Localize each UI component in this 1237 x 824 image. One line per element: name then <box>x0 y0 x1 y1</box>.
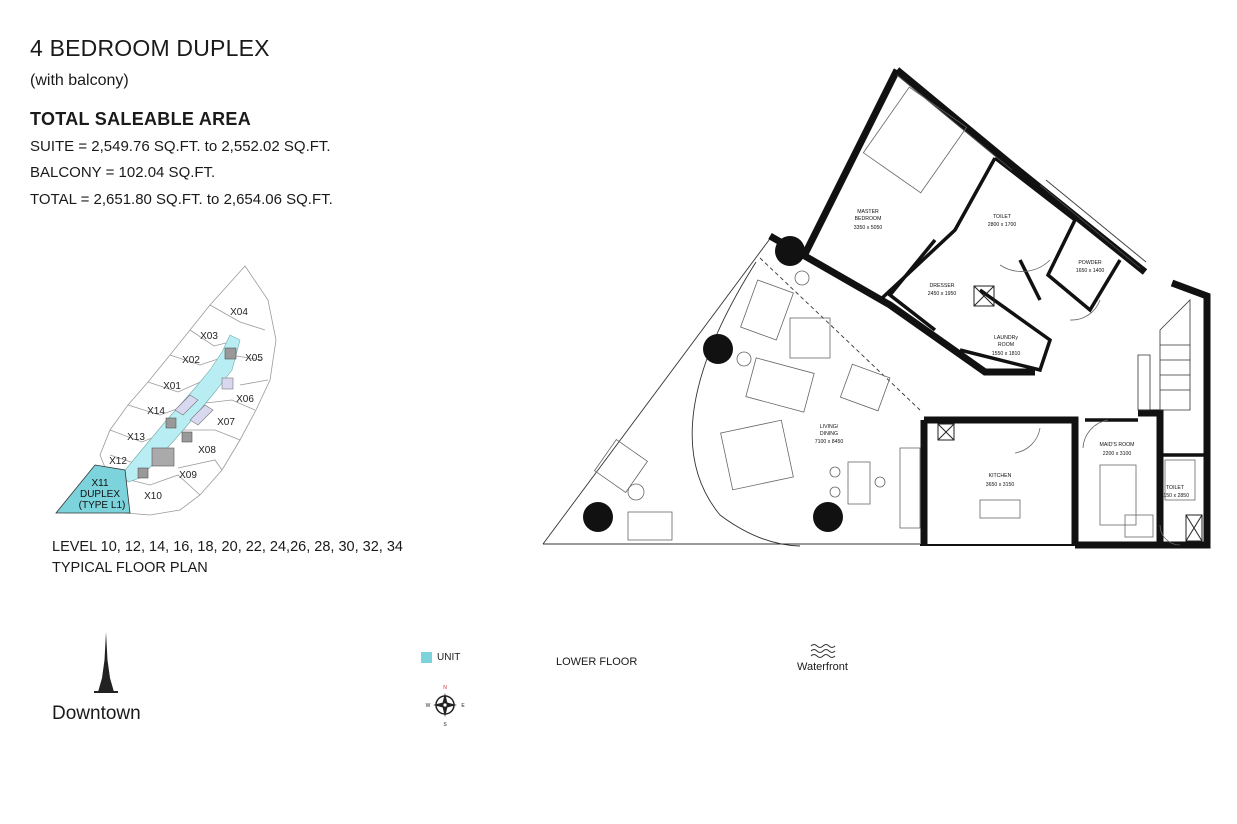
compass-icon: N S E W <box>426 685 466 728</box>
unit-label: X02 <box>182 355 200 366</box>
columns <box>583 236 843 532</box>
unit-label: X04 <box>230 307 248 318</box>
room-label: MAID'S ROOM <box>1100 442 1135 448</box>
waves-icon <box>810 644 836 658</box>
room-label: LAUNDRy <box>994 335 1018 341</box>
room-label: KITCHEN <box>989 473 1012 479</box>
compass-w: W <box>426 703 431 709</box>
unit-label: X12 <box>109 456 127 467</box>
compass-s: S <box>443 722 447 728</box>
room-dim: 1650 x 1400 <box>1076 268 1105 274</box>
room-dim: 1150 x 2850 <box>1161 493 1189 499</box>
unit-subtitle: (with balcony) <box>30 72 129 89</box>
room-label: TOILET <box>1166 485 1185 491</box>
unit-label: X01 <box>163 381 181 392</box>
unit-title: 4 BEDROOM DUPLEX <box>30 35 270 61</box>
total-area: TOTAL = 2,651.80 SQ.FT. to 2,654.06 SQ.F… <box>30 191 333 208</box>
room-label: DINING <box>820 431 838 437</box>
unit-label: X09 <box>179 470 197 481</box>
key-plan: X04 X03 X05 X02 X01 X06 X14 X07 X13 X08 … <box>55 265 277 516</box>
unit-label: X03 <box>200 331 218 342</box>
room-dim: 3650 x 3150 <box>986 482 1015 488</box>
unit-legend-swatch <box>421 652 432 663</box>
room-dim: 2450 x 1950 <box>928 291 957 297</box>
room-dim: 2200 x 3100 <box>1103 451 1132 457</box>
compass-n: N <box>443 685 447 691</box>
room-dim: 1550 x 1810 <box>992 351 1021 357</box>
lower-floor-label: LOWER FLOOR <box>556 656 638 668</box>
unit-label: X08 <box>198 445 216 456</box>
unit-label: X06 <box>236 394 254 405</box>
highlight-label: (TYPE L1) <box>79 500 126 511</box>
unit-legend-label: UNIT <box>437 652 461 663</box>
unit-label: X07 <box>217 417 235 428</box>
room-label: DRESSER <box>929 283 954 289</box>
room-label: MASTER <box>857 209 879 215</box>
room-label: BEDROOM <box>855 216 882 222</box>
unit-label: X13 <box>127 432 145 443</box>
unit-label: X14 <box>147 406 165 417</box>
view-label: Waterfront <box>797 661 848 673</box>
suite-area: SUITE = 2,549.76 SQ.FT. to 2,552.02 SQ.F… <box>30 138 331 155</box>
highlight-label: X11 <box>91 478 108 489</box>
room-label: LIVING/ <box>820 424 839 430</box>
highlight-label: DUPLEX <box>80 489 120 500</box>
room-dim: 3350 x 5050 <box>854 225 883 231</box>
unit-label: X05 <box>245 353 263 364</box>
compass-e: E <box>461 703 465 709</box>
location-label: Downtown <box>52 703 141 724</box>
burj-tower-icon <box>94 632 118 693</box>
area-heading: TOTAL SALEABLE AREA <box>30 109 252 129</box>
room-dim: 2800 x 1700 <box>988 222 1017 228</box>
room-label: ROOM <box>998 342 1014 348</box>
levels-list: LEVEL 10, 12, 14, 16, 18, 20, 22, 24,26,… <box>52 539 403 555</box>
room-label: POWDER <box>1078 260 1102 266</box>
room-dim: 7100 x 8450 <box>815 439 844 445</box>
typical-floor-plan-label: TYPICAL FLOOR PLAN <box>52 560 208 576</box>
room-label: TOILET <box>993 214 1012 220</box>
unit-label: X10 <box>144 491 162 502</box>
balcony-area: BALCONY = 102.04 SQ.FT. <box>30 164 216 181</box>
highlighted-unit <box>55 464 131 514</box>
